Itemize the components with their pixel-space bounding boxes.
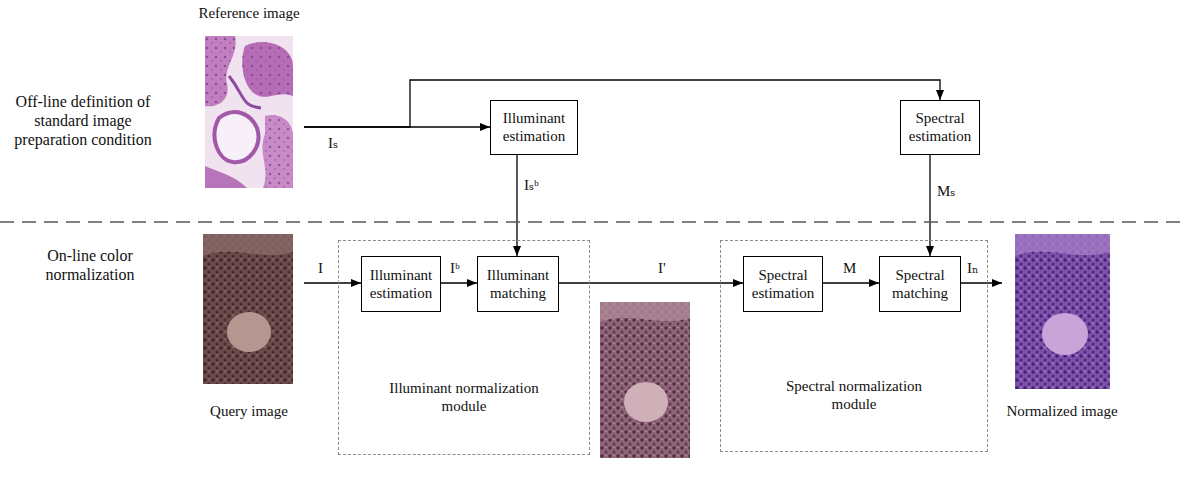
image-panel: Reference image (194, 4, 304, 192)
process-box: Spectral estimation (743, 256, 823, 312)
tissue-ground (205, 36, 293, 188)
gland-outline (215, 112, 259, 162)
follicle-center (1042, 313, 1088, 355)
image-panel: Normalized image (1002, 232, 1122, 420)
box-label: Illuminant estimation (494, 110, 574, 145)
section-label: Off-line definition of standard image pr… (2, 92, 164, 150)
flow-arrow (304, 80, 940, 127)
signal-label: Iₛᵇ (524, 176, 539, 194)
reference-micrograph (205, 36, 293, 188)
image-caption: Query image (210, 402, 288, 420)
box-label: Spectral estimation (744, 266, 822, 302)
box-label: Illuminant estimation (362, 266, 440, 302)
tissue-region (205, 36, 236, 106)
tissue-region (205, 166, 247, 188)
process-box: Spectral matching (879, 256, 961, 312)
tissue-strand (229, 76, 261, 108)
flow-arrow (441, 282, 477, 283)
box-label: Illuminant matching (478, 266, 558, 302)
module-title: Spectral normalization module (769, 377, 939, 413)
flow-arrow (823, 282, 879, 283)
flow-arrow (304, 282, 361, 283)
flow-arrow (559, 282, 743, 283)
signal-label: Mₛ (937, 182, 955, 200)
image-panel: Query image (194, 232, 304, 420)
image-caption: Normalized image (1006, 402, 1117, 420)
flow-arrow (961, 282, 1002, 283)
box-label: Spectral estimation (904, 110, 976, 145)
process-box: Illuminant matching (477, 256, 559, 312)
intermediate-micrograph (600, 302, 690, 458)
tissue-texture (262, 115, 293, 188)
tissue-region (242, 42, 293, 97)
follicle-center (624, 382, 668, 422)
module-group: Illuminant normalization module Illuminan… (338, 240, 590, 455)
normalized-micrograph (1015, 234, 1110, 389)
signal-label: I' (658, 259, 666, 277)
signal-label: I (318, 259, 323, 277)
tissue-ground (1015, 234, 1110, 389)
tissue-texture (242, 42, 293, 97)
signal-label: Iₛ (328, 134, 338, 152)
image-caption: Reference image (198, 4, 299, 22)
tissue-texture (205, 36, 236, 106)
dashed-separator (0, 221, 1185, 222)
process-box: Illuminant estimation (361, 256, 441, 312)
section-label: On-line color normalization (28, 246, 152, 284)
signal-label: M (843, 259, 856, 277)
module-title: Illuminant normalization module (374, 379, 554, 415)
box-label: Spectral matching (880, 266, 960, 302)
tissue-texture (203, 234, 293, 384)
signal-label: Iᵇ (450, 259, 460, 277)
tissue-ground (203, 234, 293, 384)
tissue-region (262, 115, 293, 188)
tissue-ground (600, 302, 690, 458)
tissue-region (1015, 234, 1110, 256)
process-box: Illuminant estimation (490, 100, 578, 155)
tissue-region (600, 302, 690, 322)
tissue-texture (600, 302, 690, 458)
process-box: Spectral estimation (900, 100, 980, 155)
tissue-texture (1015, 234, 1110, 389)
follicle-center (227, 312, 271, 352)
signal-label: Iₙ (967, 259, 978, 277)
query-micrograph (203, 234, 293, 384)
tissue-region (203, 234, 293, 256)
